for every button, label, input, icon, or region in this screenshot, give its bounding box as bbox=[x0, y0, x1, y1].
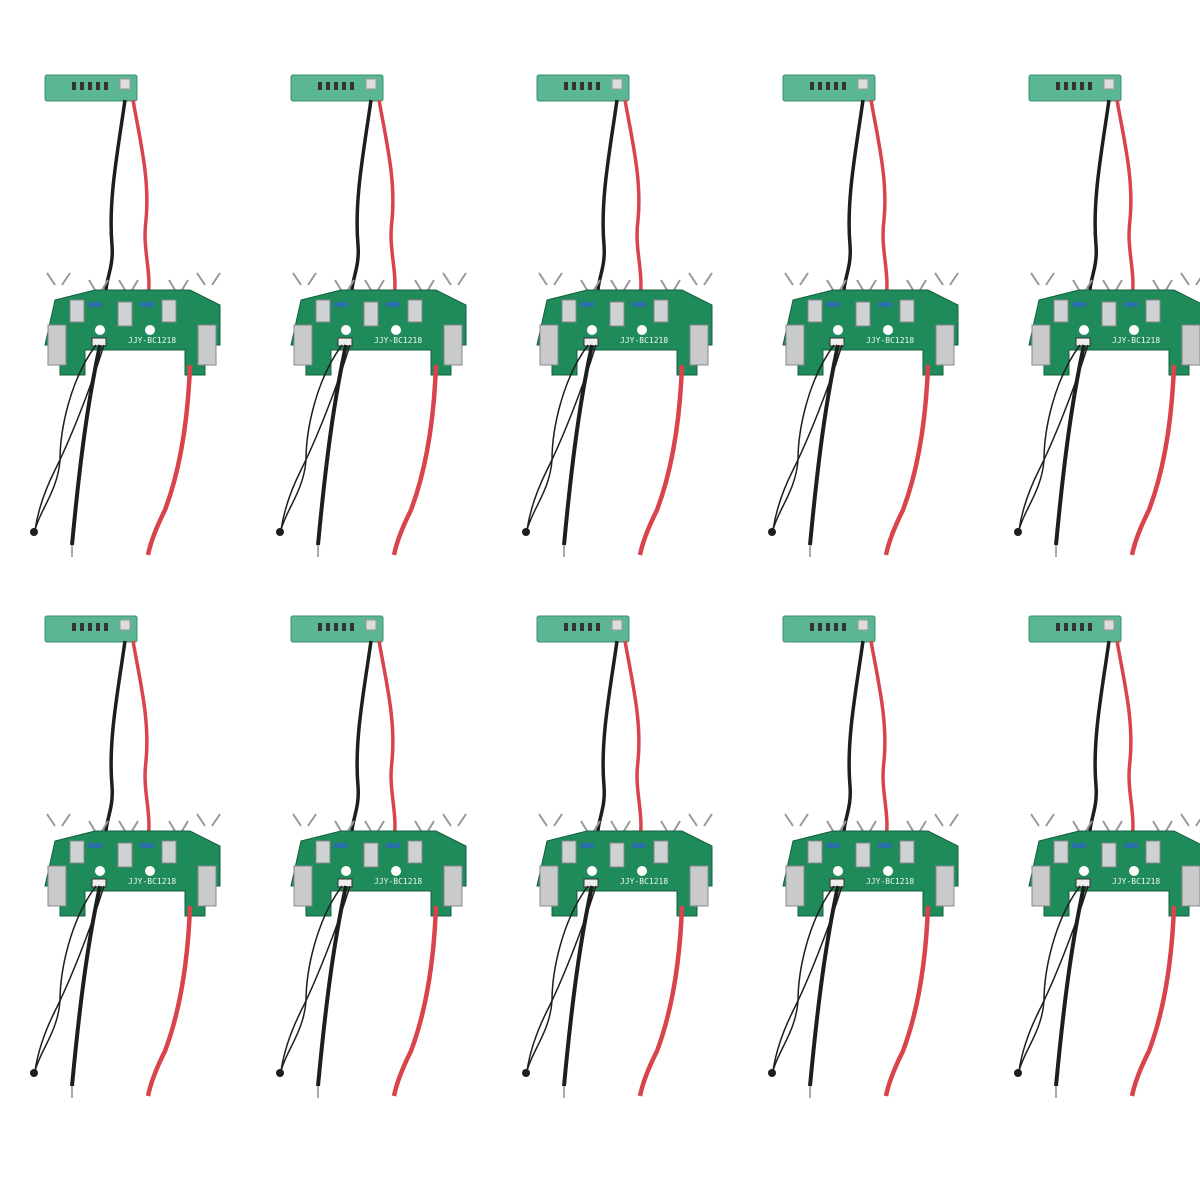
board-label: JJY-BC1218 bbox=[866, 877, 914, 886]
pcb-board-assembly bbox=[30, 616, 220, 1098]
pcb-board-assembly bbox=[522, 75, 712, 557]
board-label: JJY-BC1218 bbox=[620, 336, 668, 345]
pcb-board-assembly bbox=[276, 616, 466, 1098]
pcb-board-assembly bbox=[522, 616, 712, 1098]
board-label: JJY-BC1218 bbox=[866, 336, 914, 345]
board-label: JJY-BC1218 bbox=[374, 877, 422, 886]
board-label: JJY-BC1218 bbox=[1112, 877, 1160, 886]
board-label: JJY-BC1218 bbox=[128, 336, 176, 345]
board-label: JJY-BC1218 bbox=[128, 877, 176, 886]
pcb-board-assembly bbox=[276, 75, 466, 557]
pcb-board-assembly bbox=[1014, 75, 1200, 557]
pcb-board-assembly bbox=[30, 75, 220, 557]
pcb-board-assembly bbox=[768, 75, 958, 557]
pcb-board-assembly bbox=[1014, 616, 1200, 1098]
board-label: JJY-BC1218 bbox=[620, 877, 668, 886]
board-label: JJY-BC1218 bbox=[374, 336, 422, 345]
pcb-board-assembly bbox=[768, 616, 958, 1098]
board-label: JJY-BC1218 bbox=[1112, 336, 1160, 345]
